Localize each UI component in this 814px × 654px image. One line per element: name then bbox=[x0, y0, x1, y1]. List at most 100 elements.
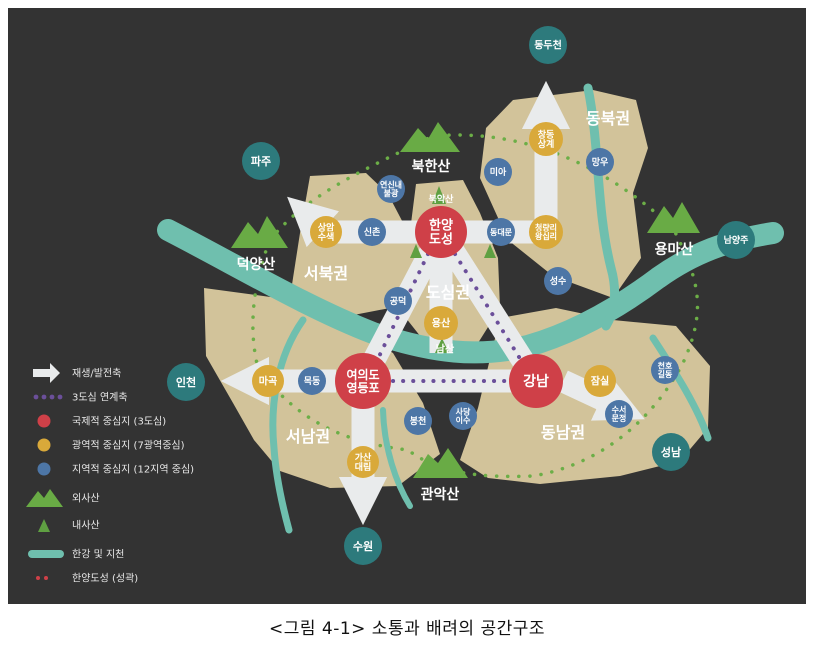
city-seongnam bbox=[652, 433, 690, 471]
metro-jamsil bbox=[584, 365, 616, 397]
city-suwon bbox=[344, 527, 382, 565]
legend-label: 외사산 bbox=[72, 493, 100, 505]
mountain-bugak-label: 북악산 bbox=[429, 193, 455, 205]
legend-mountain-small-icon bbox=[38, 519, 50, 532]
metro-yongsan bbox=[424, 306, 458, 340]
local-mangu-label: 망우 bbox=[592, 156, 609, 168]
city-suwon-label: 수원 bbox=[353, 539, 373, 553]
city-dongducheon-label: 동두천 bbox=[534, 39, 562, 52]
metro-changdong bbox=[529, 122, 563, 156]
stream-east bbox=[649, 334, 712, 442]
legend-dots-purple-icon bbox=[33, 394, 63, 400]
local-bongcheon-label: 봉천 bbox=[410, 416, 427, 427]
metro-mapo-label: 마곡 bbox=[259, 375, 277, 388]
local-mia bbox=[484, 158, 512, 186]
city-paju-label: 파주 bbox=[251, 154, 271, 168]
local-dongdaemun-label: 동대문 bbox=[490, 227, 513, 237]
legend-mountain-large-icon bbox=[26, 489, 63, 507]
local-mokdong-label: 목동 bbox=[304, 376, 321, 387]
local-bongcheon bbox=[404, 407, 432, 435]
local-sinchon-label: 신촌 bbox=[364, 226, 381, 238]
figure-caption: <그림 4-1> 소통과 배려의 공간구조 bbox=[268, 619, 546, 639]
stream-anyang bbox=[269, 316, 307, 534]
region-dongnam-label: 동남권 bbox=[541, 423, 585, 442]
legend-label: 한양도성 (성곽) bbox=[72, 573, 138, 585]
link-hanyang-gangnam bbox=[453, 252, 526, 367]
mountain-bukhan-label: 북한산 bbox=[412, 158, 451, 175]
region-seobuk-label: 서북권 bbox=[304, 264, 348, 283]
mountain-nam-label: 남산 bbox=[436, 343, 455, 356]
mountain-icon bbox=[484, 244, 496, 258]
local-seongsu bbox=[544, 267, 572, 295]
greenbelt-ring bbox=[251, 133, 700, 479]
mountain-deokyang-label: 덕양산 bbox=[237, 256, 276, 273]
legend-label: 지역적 중심지 (12지역 중심) bbox=[72, 464, 194, 476]
metro-gasan bbox=[347, 446, 379, 478]
mountain-icon bbox=[435, 338, 449, 353]
mountain-icon bbox=[410, 244, 422, 258]
legend-label: 내사산 bbox=[72, 520, 100, 532]
legend-circle-blue-icon bbox=[37, 462, 51, 476]
metro-sangam bbox=[310, 216, 342, 248]
mountain-yongma-label: 용마산 bbox=[655, 241, 694, 258]
center-yeouido bbox=[335, 353, 391, 409]
metro-yongsan-label: 용산 bbox=[432, 317, 451, 330]
mountain-icon bbox=[231, 216, 288, 248]
stream-jungnang bbox=[583, 83, 620, 331]
metro-jamsil-label: 잠실 bbox=[591, 375, 609, 388]
metro-cheongnyangni bbox=[529, 215, 563, 249]
mountain-icon bbox=[400, 122, 460, 152]
city-paju bbox=[242, 142, 280, 180]
mountain-icon bbox=[413, 448, 468, 478]
local-cheonho bbox=[651, 356, 679, 384]
legend-label: 3도심 연계축 bbox=[72, 392, 128, 404]
stream-south bbox=[380, 407, 413, 509]
metro-mapo bbox=[252, 365, 284, 397]
city-namyangju-label: 남양주 bbox=[724, 234, 749, 246]
outer-mountains bbox=[231, 122, 700, 478]
center-gangnam bbox=[509, 354, 563, 408]
legend-arrow-icon bbox=[33, 363, 60, 383]
center-gangnam-label: 강남 bbox=[523, 373, 549, 390]
city-seongnam-label: 성남 bbox=[661, 445, 681, 459]
city-namyangju bbox=[717, 221, 755, 259]
mountain-icon bbox=[647, 202, 700, 233]
local-gongdeok bbox=[384, 287, 412, 315]
mountain-gwanak-label: 관악산 bbox=[421, 486, 460, 503]
legend-circle-red-icon bbox=[37, 414, 51, 428]
region-dongbuk-label: 동북권 bbox=[586, 109, 630, 128]
local-suseo bbox=[605, 400, 633, 428]
local-yeonsinnae bbox=[377, 175, 405, 203]
legend-label: 광역적 중심지 (7광역중심) bbox=[72, 440, 185, 452]
city-dongducheon bbox=[529, 26, 567, 64]
local-sadang bbox=[449, 402, 477, 430]
city-incheon-label: 인천 bbox=[176, 375, 196, 389]
legend-circle-gold-icon bbox=[37, 438, 51, 452]
region-dosim-label: 도심권 bbox=[426, 283, 470, 302]
local-gongdeok-label: 공덕 bbox=[390, 296, 407, 307]
region-seonam-label: 서남권 bbox=[286, 427, 330, 446]
legend-dots-red-icon bbox=[36, 576, 48, 580]
inner-mountains bbox=[410, 186, 496, 353]
local-mangu bbox=[586, 148, 614, 176]
legend-label: 한강 및 지천 bbox=[72, 549, 124, 561]
local-mia-label: 미아 bbox=[490, 166, 507, 178]
local-mokdong bbox=[298, 367, 326, 395]
mountain-icon bbox=[432, 186, 446, 204]
local-sinchon bbox=[358, 218, 386, 246]
center-hanyang bbox=[415, 206, 467, 258]
local-seongsu-label: 성수 bbox=[550, 275, 567, 287]
